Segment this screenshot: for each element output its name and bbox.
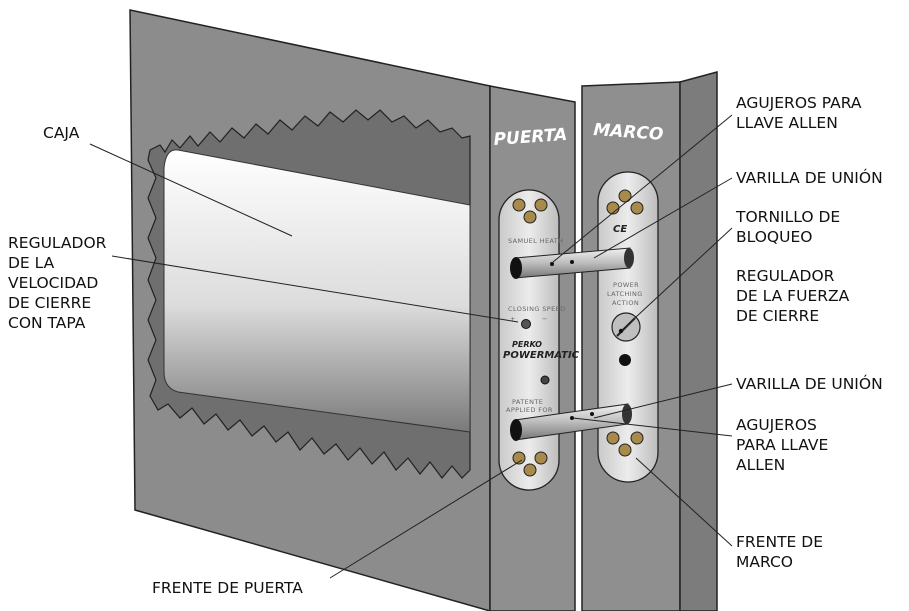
svg-text:TORNILLO DE: TORNILLO DE [735,208,840,226]
svg-text:DE CIERRE: DE CIERRE [8,294,91,312]
rod-end-top-right [624,248,634,268]
ce-mark: CE [613,224,627,235]
rod-end-bottom-right [622,404,632,424]
brand-line1: PERKO [512,340,542,349]
rod-end-top-left [510,257,522,279]
patent-line2: APPLIED FOR [506,406,553,414]
allen-hole-top-1 [550,262,554,266]
allen-hole-top-2 [570,260,574,264]
callout-varilla-top: VARILLA DE UNIÓN [736,168,883,187]
frame-screws-bottom [606,431,644,457]
door-screws-bottom [512,451,548,477]
callout-tornillo: TORNILLO DE BLOQUEO [735,208,840,246]
leader-frente-puerta [329,459,523,579]
leader-varilla-bottom [593,383,733,419]
cavity-inner [163,149,471,433]
allen-hole-bottom-1 [570,416,574,420]
patent-line1: PATENTE [512,398,543,406]
svg-text:FRENTE DE: FRENTE DE [736,533,823,551]
svg-text:BLOQUEO: BLOQUEO [736,228,812,246]
callout-agujeros-top: AGUJEROS PARA LLAVE ALLEN [736,94,862,132]
svg-text:VARILLA DE UNIÓN: VARILLA DE UNIÓN [736,168,883,187]
leader-regulador-velocidad [111,255,519,323]
svg-text:DE LA: DE LA [8,254,55,272]
svg-text:ALLEN: ALLEN [736,456,785,474]
callout-agujeros-bottom: AGUJEROS PARA LLAVE ALLEN [736,416,828,474]
speed-regulator-dial [521,319,531,329]
svg-text:PARA LLAVE: PARA LLAVE [736,436,828,454]
svg-text:CON TAPA: CON TAPA [8,314,86,332]
power-line1: POWER [613,281,639,289]
callout-caja: CAJA [43,124,80,142]
door-screws-top [512,198,548,224]
svg-text:REGULADOR: REGULADOR [8,234,107,252]
callout-frente-marco: FRENTE DE MARCO [736,533,823,571]
frame-label: MARCO [593,120,664,145]
brand-line2: POWERMATIC [503,350,580,361]
leader-agujeros-bottom [572,417,733,437]
power-line3: ACTION [612,299,639,307]
leader-caja [89,143,293,237]
svg-text:REGULADOR: REGULADOR [736,267,835,285]
speed-plus: + [510,315,516,323]
frame-plate-hole [619,354,631,366]
callout-varilla-bottom: VARILLA DE UNIÓN [736,374,883,393]
svg-text:AGUJEROS PARA: AGUJEROS PARA [736,94,862,112]
svg-text:DE CIERRE: DE CIERRE [736,307,819,325]
callout-frente-puerta: FRENTE DE PUERTA [152,579,303,597]
door-plate-hole [540,375,550,385]
svg-text:DE LA FUERZA: DE LA FUERZA [736,287,850,305]
callout-regulador-fuerza: REGULADOR DE LA FUERZA DE CIERRE [736,267,850,325]
leader-agujeros-top [552,114,733,263]
svg-text:FRENTE DE PUERTA: FRENTE DE PUERTA [152,579,303,597]
svg-text:LLAVE ALLEN: LLAVE ALLEN [736,114,838,132]
svg-text:VELOCIDAD: VELOCIDAD [8,274,98,292]
speed-minus: − [542,315,548,323]
rod-end-bottom-left [510,419,522,441]
leader-varilla-top [593,177,733,259]
svg-text:AGUJEROS: AGUJEROS [736,416,817,434]
frame-return [679,71,718,611]
leader-frente-marco [635,457,733,547]
power-line2: LATCHING [607,290,643,298]
svg-text:MARCO: MARCO [736,553,793,571]
allen-hole-bottom-2 [590,412,594,416]
manufacturer-text: SAMUEL HEATH [508,237,563,245]
frame-screws-top [606,189,644,215]
svg-text:VARILLA DE UNIÓN: VARILLA DE UNIÓN [736,374,883,393]
svg-text:CAJA: CAJA [43,124,80,142]
leader-tornillo [621,227,733,331]
closing-speed-text: CLOSING SPEED [508,305,566,313]
callout-regulador-velocidad: REGULADOR DE LA VELOCIDAD DE CIERRE CON … [8,234,107,332]
